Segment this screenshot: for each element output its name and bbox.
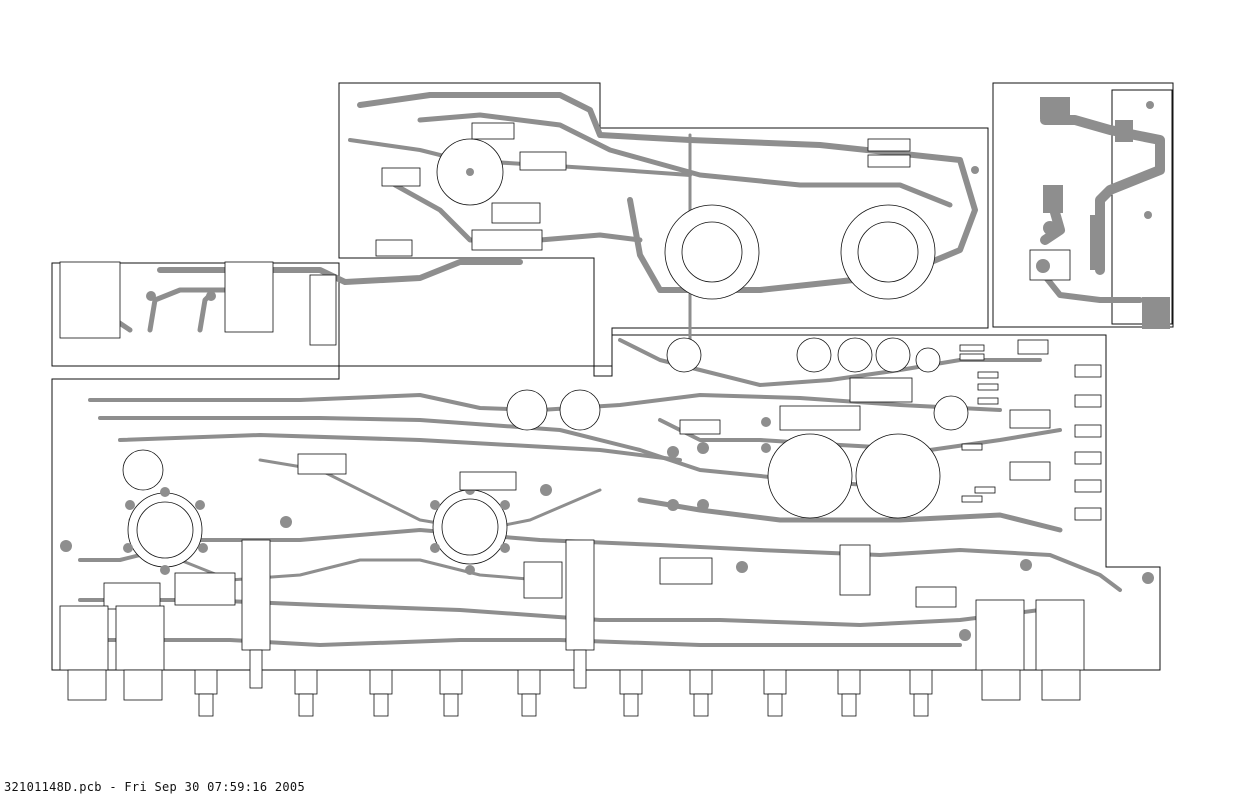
tube-sockets: [123, 138, 936, 575]
copper-pours: [1040, 97, 1170, 329]
capacitors-large: [122, 337, 969, 519]
components-rect: [103, 122, 1051, 651]
connectors: [59, 249, 1085, 701]
file-caption: 32101148D.pcb - Fri Sep 30 07:59:16 2005: [4, 780, 305, 794]
resistor-network: [959, 344, 1102, 521]
potentiometers: [194, 649, 933, 717]
component-pads: [60, 101, 1154, 641]
